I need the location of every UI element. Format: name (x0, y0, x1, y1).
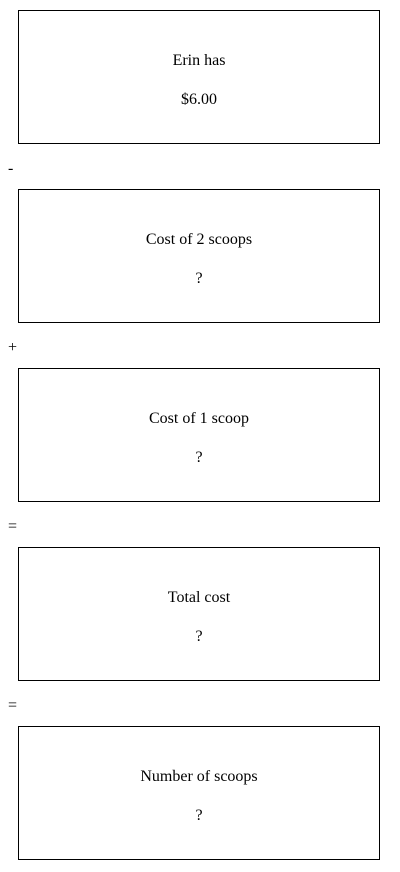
box-cost-of-2-scoops: Cost of 2 scoops ? (18, 189, 380, 323)
box-total-cost: Total cost ? (18, 547, 380, 681)
operator-equals: = (8, 697, 18, 714)
operator-plus: + (8, 339, 18, 356)
box-label: Erin has (172, 52, 226, 69)
box-value: ? (195, 270, 203, 287)
box-number-of-scoops: Number of scoops ? (18, 726, 380, 860)
operator-minus: - (8, 160, 14, 177)
box-value: ? (195, 449, 203, 466)
operator-equals: = (8, 518, 18, 535)
box-label: Cost of 1 scoop (149, 410, 249, 427)
box-value: ? (195, 807, 203, 824)
box-label: Cost of 2 scoops (145, 231, 253, 248)
box-label: Total cost (167, 589, 231, 606)
box-value: ? (195, 628, 203, 645)
box-cost-of-1-scoop: Cost of 1 scoop ? (18, 368, 380, 502)
box-label: Number of scoops (140, 768, 258, 785)
box-erin-has: Erin has $6.00 (18, 10, 380, 144)
box-value: $6.00 (181, 91, 217, 108)
